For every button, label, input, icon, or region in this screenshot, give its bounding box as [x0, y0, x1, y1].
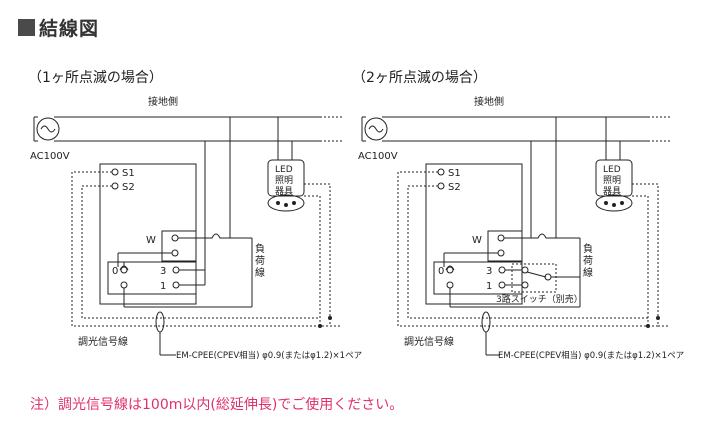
- svg-text:線: 線: [255, 266, 265, 279]
- heading-square-icon: [18, 19, 35, 36]
- usage-note: 注）調光信号線は100m以内(総延伸長)でご使用ください。: [30, 397, 404, 413]
- s2-terminal: [111, 182, 119, 190]
- svg-text:3: 3: [160, 266, 166, 277]
- svg-text:照明: 照明: [603, 175, 621, 186]
- led-fixture: [595, 159, 633, 197]
- svg-text:荷: 荷: [583, 255, 593, 267]
- signal-lines: [397, 171, 670, 327]
- dimmer-box: [425, 163, 523, 305]
- heading: 結線図: [18, 14, 99, 41]
- svg-text:1: 1: [160, 281, 166, 292]
- svg-text:荷: 荷: [255, 255, 265, 267]
- svg-text:負: 負: [255, 243, 265, 255]
- svg-text:S2: S2: [448, 182, 461, 193]
- heading-text: 結線図: [39, 18, 100, 40]
- signal-lines: [71, 171, 342, 327]
- three-way-switch: [511, 263, 557, 293]
- svg-text:LED: LED: [603, 165, 621, 175]
- svg-text:負: 負: [583, 243, 593, 255]
- s1-terminal: [111, 168, 119, 176]
- svg-text:W: W: [472, 235, 482, 246]
- svg-text:線: 線: [583, 266, 593, 279]
- switch-block: [107, 261, 197, 295]
- svg-text:0: 0: [438, 266, 444, 277]
- w-block: [161, 230, 197, 262]
- diagram-double: （2ヶ所点滅の場合） 接地側 AC100V S1 S2 W 0 3 1: [352, 70, 684, 361]
- svg-text:S2: S2: [122, 182, 135, 193]
- svg-text:調光信号線: 調光信号線: [404, 335, 454, 348]
- svg-text:W: W: [146, 235, 156, 246]
- svg-text:AC100V: AC100V: [358, 151, 398, 162]
- dim-line-label: 調光信号線: [78, 335, 128, 348]
- svg-text:3路スイッチ（別売）: 3路スイッチ（別売）: [496, 293, 583, 305]
- dimmer-box: [99, 163, 197, 305]
- diagram-title: （2ヶ所点滅の場合）: [352, 70, 487, 86]
- svg-text:照明: 照明: [275, 175, 293, 186]
- svg-text:3: 3: [486, 266, 492, 277]
- svg-text:LED: LED: [275, 165, 293, 175]
- ground-label: 接地側: [148, 95, 178, 108]
- svg-text:器具: 器具: [275, 186, 293, 197]
- svg-text:S1: S1: [448, 168, 461, 179]
- ac-label: AC100V: [30, 151, 70, 162]
- cable-bundle: [155, 311, 165, 333]
- cable-bundle: [481, 311, 491, 333]
- svg-text:1: 1: [486, 281, 492, 292]
- led-fixture: [267, 159, 305, 197]
- svg-text:器具: 器具: [603, 186, 621, 197]
- svg-text:0: 0: [112, 266, 118, 277]
- ground-label: 接地側: [474, 95, 504, 108]
- svg-text:S1: S1: [122, 168, 135, 179]
- diagram-single: （1ヶ所点滅の場合） 接地側 AC100V S1 S2 W 0 3 1: [28, 70, 362, 361]
- diagram-title: （1ヶ所点滅の場合）: [28, 70, 163, 86]
- cable-spec: EM-CPEE(CPEV相当) φ0.9(またはφ1.2)×1ペア: [176, 350, 362, 361]
- svg-text:EM-CPEE(CPEV相当) φ0.9(またはφ1.2)×: EM-CPEE(CPEV相当) φ0.9(またはφ1.2)×1ペア: [498, 350, 684, 361]
